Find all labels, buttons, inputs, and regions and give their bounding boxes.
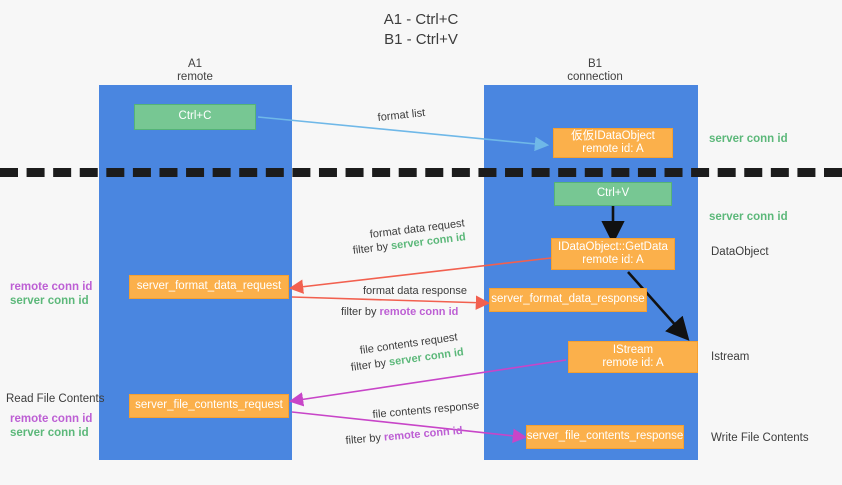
label-server-conn-id-mid: server conn id [709, 211, 788, 223]
edge-label-format-list: format list [377, 107, 426, 124]
filter-key-remote-conn-id: remote conn id [379, 306, 459, 318]
lane-header-a1: A1 remote [177, 58, 213, 83]
box-set-data-object[interactable]: 仮仮IDataObject remote id: A [553, 128, 673, 158]
label-data-object: DataObject [711, 246, 769, 258]
box-server-file-contents-response[interactable]: server_file_contents_response [526, 425, 684, 449]
lane-header-b1: B1 connection [567, 58, 623, 83]
label-write-file-contents: Write File Contents [711, 432, 809, 444]
edge-label-file-contents-response-filter: filter by remote conn id [345, 424, 463, 449]
label-server-conn-id-top: server conn id [709, 133, 788, 145]
label-read-file-contents: Read File Contents [6, 393, 105, 405]
filter-prefix: filter by [350, 356, 390, 374]
label-istream: Istream [711, 351, 750, 363]
box-ctrl-c[interactable]: Ctrl+C [134, 104, 256, 130]
filter-prefix: filter by [352, 240, 392, 257]
box-ctrl-v[interactable]: Ctrl+V [554, 182, 672, 206]
label-remote-conn-id-2: remote conn id [10, 413, 93, 425]
label-remote-conn-id-1: remote conn id [10, 281, 93, 293]
label-server-conn-id-2: server conn id [10, 427, 89, 439]
filter-prefix: filter by [341, 306, 380, 318]
filter-prefix: filter by [345, 431, 385, 447]
box-istream[interactable]: IStream remote id: A [568, 341, 698, 373]
edge-label-format-data-response: format data response [363, 285, 467, 297]
edge-label-file-contents-response: file contents response [372, 399, 480, 421]
edge-label-format-data-response-filter: filter by remote conn id [341, 305, 458, 320]
label-server-conn-id-1: server conn id [10, 295, 89, 307]
filter-key-remote-conn-id: remote conn id [383, 424, 464, 444]
box-server-file-contents-request[interactable]: server_file_contents_request [129, 394, 289, 418]
box-idataobject-getdata[interactable]: IDataObject::GetData remote id: A [551, 238, 675, 270]
box-server-format-data-response[interactable]: server_format_data_response [489, 288, 647, 312]
page-title: A1 - Ctrl+C B1 - Ctrl+V [383, 11, 459, 48]
box-server-format-data-request[interactable]: server_format_data_request [129, 275, 289, 299]
section-divider [0, 168, 842, 177]
